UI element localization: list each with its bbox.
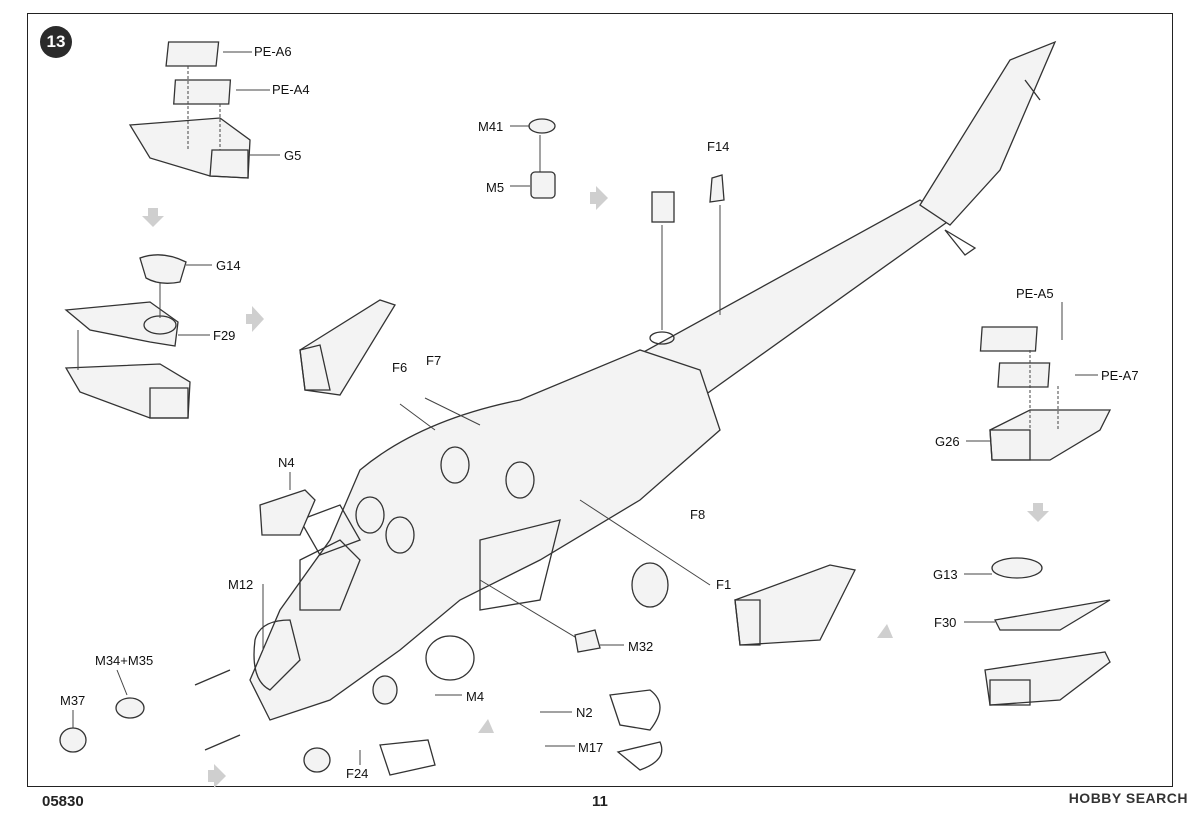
helicopter-drawing [194, 40, 1057, 751]
label-g5: G5 [284, 148, 302, 163]
label-m41: M41 [478, 119, 504, 134]
label-m4: M4 [466, 689, 485, 704]
label-g13: G13 [933, 567, 958, 582]
label-f7: F7 [426, 353, 442, 368]
kit-number: 05830 [42, 793, 84, 810]
page-number: 11 [592, 793, 608, 810]
label-pe-a4: PE-A4 [272, 82, 310, 97]
label-n2: N2 [576, 705, 593, 720]
label-f8: F8 [690, 507, 706, 522]
label-g26: G26 [935, 434, 960, 449]
label-f6: F6 [392, 360, 408, 375]
label-m37: M37 [60, 693, 86, 708]
label-m34-m35: M34+M35 [95, 653, 154, 668]
label-m17: M17 [578, 740, 604, 755]
label-f1: F1 [716, 577, 732, 592]
step-number-badge: 13 [40, 26, 72, 58]
watermark: HOBBY SEARCH [1068, 790, 1188, 806]
label-m12: M12 [228, 577, 254, 592]
label-m32: M32 [628, 639, 654, 654]
label-f14: F14 [707, 139, 730, 154]
direction-arrows [142, 186, 1049, 788]
label-n4: N4 [278, 455, 295, 470]
label-pe-a6: PE-A6 [254, 44, 292, 59]
label-f30: F30 [934, 615, 957, 630]
label-f29: F29 [213, 328, 236, 343]
label-pe-a5: PE-A5 [1016, 286, 1054, 301]
label-pe-a7: PE-A7 [1101, 368, 1139, 383]
label-m5: M5 [486, 180, 505, 195]
left-intake-parts [64, 41, 251, 419]
label-leaders [72, 51, 1098, 765]
label-g14: G14 [216, 258, 241, 273]
instruction-frame [27, 13, 1173, 787]
small-parts [59, 118, 1112, 776]
label-f24: F24 [346, 766, 369, 781]
